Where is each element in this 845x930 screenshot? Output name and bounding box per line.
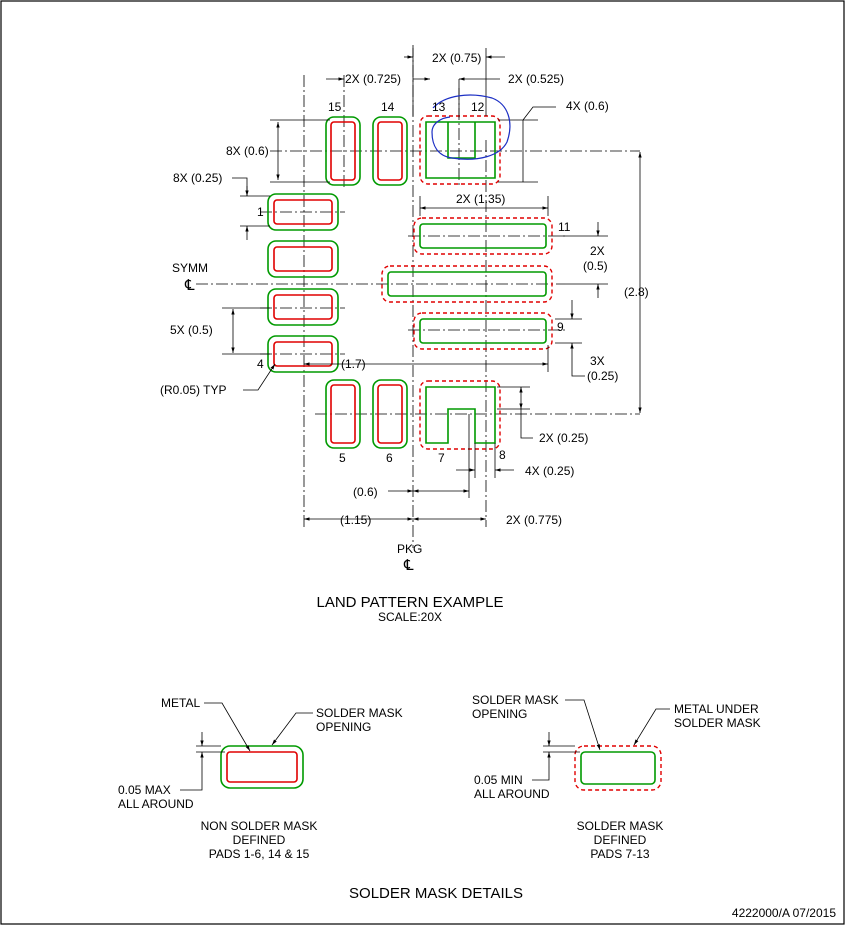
- dim-0-25-label: (0.25): [587, 369, 618, 383]
- dim-0-6: (0.6): [353, 485, 378, 499]
- dim-2x-1-35: 2X (1.35): [456, 192, 505, 206]
- solder-mask-details-title: SOLDER MASK DETAILS: [349, 885, 523, 902]
- pads: [267, 115, 553, 450]
- smd-detail: SOLDER MASK OPENING METAL UNDER SOLDER M…: [472, 693, 761, 861]
- pad3-metal: [273, 294, 333, 320]
- smd-metal-under-mask: [574, 745, 662, 791]
- smd-metal-label-1: METAL UNDER: [674, 702, 759, 716]
- nsmd-caption-1: NON SOLDER MASK: [201, 819, 318, 833]
- pkg-label: PKG: [397, 542, 422, 556]
- smd-opening-label-1: SOLDER MASK: [472, 693, 559, 707]
- nsmd-caption-2: DEFINED: [233, 833, 286, 847]
- pad2-mask: [267, 240, 339, 278]
- land-pattern-scale: SCALE:20X: [378, 610, 442, 624]
- nsmd-max-label-1: 0.05 MAX: [118, 783, 171, 797]
- nsmd-max-label-2: ALL AROUND: [118, 797, 194, 811]
- pin-label-14: 14: [381, 100, 395, 114]
- dim-2-8: (2.8): [624, 285, 649, 299]
- symm-label: SYMM: [172, 261, 208, 275]
- pad10-mask: [381, 265, 553, 303]
- pad6-mask: [372, 379, 408, 449]
- nsmd-opening-label-1: SOLDER MASK: [316, 706, 403, 720]
- dim-2x-0-75: 2X (0.75): [432, 51, 481, 65]
- nsmd-detail: METAL SOLDER MASK OPENING 0.05 MAX ALL A…: [118, 696, 403, 861]
- pin-labels: 15 14 13 12 1 11 9 4 5 6 7 8: [257, 100, 571, 465]
- pin-label-4: 4: [257, 357, 264, 371]
- dim-3x-label: 3X: [590, 354, 605, 368]
- smd-mask-opening: [580, 751, 656, 785]
- pin-label-13: 13: [432, 100, 446, 114]
- pad15-metal: [330, 121, 356, 181]
- dim-1-15: (1.15): [340, 513, 371, 527]
- pin-label-1: 1: [257, 205, 264, 219]
- smd-min-label-2: ALL AROUND: [474, 787, 550, 801]
- pad7-8-metal: [425, 386, 496, 444]
- smd-caption-2: DEFINED: [594, 833, 647, 847]
- pad6-metal: [377, 384, 403, 444]
- dim-4x-0-6: 4X (0.6): [566, 99, 609, 113]
- dim-2x-label: 2X: [590, 244, 605, 258]
- nsmd-mask-opening: [220, 745, 304, 789]
- pad4-metal: [273, 341, 333, 367]
- dim-2x-0-525: 2X (0.525): [508, 72, 564, 86]
- pin-label-9: 9: [557, 320, 564, 334]
- pad14-metal: [377, 121, 403, 181]
- dimension-lines: [222, 48, 642, 521]
- pin-label-8: 8: [499, 448, 506, 462]
- smd-opening-label-2: OPENING: [472, 707, 527, 721]
- dimension-texts: 2X (0.75) 2X (0.725) 2X (0.525) 4X (0.6)…: [160, 51, 649, 574]
- smd-min-label-1: 0.05 MIN: [474, 773, 523, 787]
- smd-caption-3: PADS 7-13: [590, 847, 649, 861]
- smd-metal-label-2: SOLDER MASK: [674, 716, 761, 730]
- dim-0-5-label: (0.5): [583, 259, 608, 273]
- pad14-mask: [372, 116, 408, 186]
- pad5-metal: [330, 384, 356, 444]
- document-id: 4222000/A 07/2015: [732, 906, 836, 920]
- pad7-8-mask: [419, 380, 501, 450]
- dim-1-7: (1.7): [341, 357, 366, 371]
- pad15-mask: [325, 116, 361, 186]
- pin-label-15: 15: [328, 100, 342, 114]
- pad11-metal: [419, 223, 547, 249]
- smd-caption-1: SOLDER MASK: [577, 819, 664, 833]
- handwritten-circle-annotation: [431, 94, 511, 160]
- pad10-metal: [387, 271, 547, 297]
- pad11-mask: [413, 217, 553, 255]
- dim-r0-05-typ: (R0.05) TYP: [160, 383, 226, 397]
- dim-5x-0-5: 5X (0.5): [170, 323, 213, 337]
- dim-2x-0-775: 2X (0.775): [506, 513, 562, 527]
- dim-2x-0-725: 2X (0.725): [345, 72, 401, 86]
- nsmd-metal: [226, 751, 298, 783]
- pad5-mask: [325, 379, 361, 449]
- pad1-mask: [267, 193, 339, 231]
- pad13-12-mask: [419, 115, 501, 185]
- pad13-12-metal: [425, 121, 496, 179]
- pin-label-12: 12: [471, 100, 485, 114]
- dim-8x-0-25: 8X (0.25): [173, 171, 222, 185]
- nsmd-caption-3: PADS 1-6, 14 & 15: [209, 847, 310, 861]
- symm-centerline-symbol: ℄: [184, 277, 195, 294]
- nsmd-opening-label-2: OPENING: [316, 720, 371, 734]
- pad3-mask: [267, 288, 339, 326]
- dim-2x-0-25: 2X (0.25): [539, 431, 588, 445]
- pin-label-11: 11: [558, 220, 571, 234]
- pkg-centerline-symbol: ℄: [403, 557, 414, 574]
- dim-8x-0-6: 8X (0.6): [226, 144, 269, 158]
- pin-label-5: 5: [339, 451, 346, 465]
- nsmd-metal-label: METAL: [161, 696, 200, 710]
- pin-label-7: 7: [438, 451, 445, 465]
- land-pattern-title: LAND PATTERN EXAMPLE: [317, 594, 504, 611]
- pad1-metal: [273, 199, 333, 225]
- dim-4x-0-25: 4X (0.25): [525, 464, 574, 478]
- pad9-metal: [419, 318, 547, 344]
- pin-label-6: 6: [386, 451, 393, 465]
- pad9-mask: [413, 312, 553, 350]
- pad2-metal: [273, 246, 333, 272]
